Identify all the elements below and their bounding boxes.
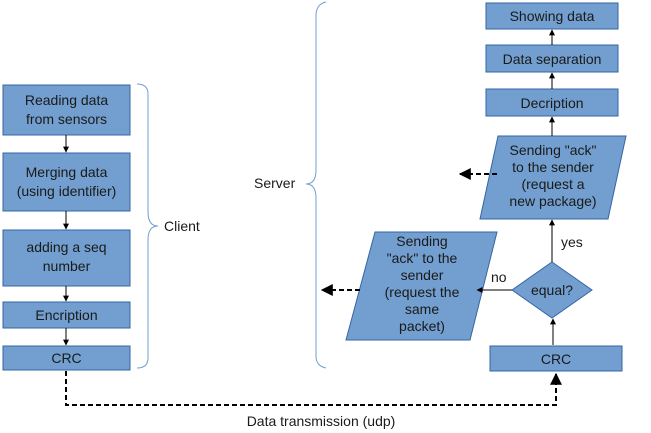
client-step-crc: CRC [2, 345, 131, 371]
server-step-showing: Showing data [485, 2, 619, 30]
server-ack-new-line-1: Sending "ack" [510, 142, 597, 158]
client-step-seq-line-2: number [43, 258, 91, 274]
client-step-seq-line-1: adding a seq [26, 239, 106, 255]
client-step-merging-line-1: Merging data [26, 164, 108, 180]
client-step-reading: Reading data from sensors [2, 84, 131, 136]
data-transmission-label: Data transmission (udp) [247, 413, 396, 429]
client-step-reading-line-2: from sensors [26, 111, 107, 127]
server-decision: equal? [511, 261, 593, 319]
server-ack-same-line-5: same [405, 301, 439, 317]
server-ack-same-line-3: sender [401, 267, 444, 283]
client-step-merging: Merging data (using identifier) [2, 152, 131, 212]
yes-label: yes [561, 234, 583, 250]
server-ack-new: Sending "ack" to the sender (request a n… [479, 135, 627, 220]
server-ack-same-line-1: Sending [396, 233, 447, 249]
client-step-merging-line-2: (using identifier) [17, 183, 117, 199]
server-step-separation-label: Data separation [503, 51, 602, 67]
data-transmission-path [65, 371, 562, 406]
server-step-decription: Decription [485, 88, 619, 117]
client-step-reading-line-1: Reading data [25, 92, 109, 108]
no-label: no [491, 269, 507, 285]
server-brace [305, 1, 327, 369]
client-label: Client [164, 218, 200, 234]
server-ack-same-line-4: (request the [385, 284, 460, 300]
server-step-separation: Data separation [485, 44, 619, 73]
client-step-seq: adding a seq number [2, 229, 131, 287]
server-decision-label: equal? [531, 282, 573, 298]
client-brace [136, 83, 159, 369]
server-step-crc: CRC [489, 345, 623, 372]
server-ack-same: Sending "ack" to the sender (request the… [345, 231, 498, 341]
server-ack-new-line-4: new package) [509, 193, 596, 209]
server-step-crc-label: CRC [541, 351, 571, 367]
client-step-encription-label: Encription [35, 307, 97, 323]
server-step-showing-label: Showing data [510, 8, 595, 24]
server-ack-new-line-2: to the sender [512, 159, 594, 175]
client-step-crc-label: CRC [51, 350, 81, 366]
client-step-encription: Encription [2, 301, 131, 329]
server-ack-same-line-6: packet) [399, 318, 445, 334]
server-label: Server [254, 175, 296, 191]
server-step-decription-label: Decription [520, 95, 583, 111]
server-ack-new-line-3: (request a [521, 176, 584, 192]
server-ack-same-line-2: "ack" to the [387, 250, 458, 266]
